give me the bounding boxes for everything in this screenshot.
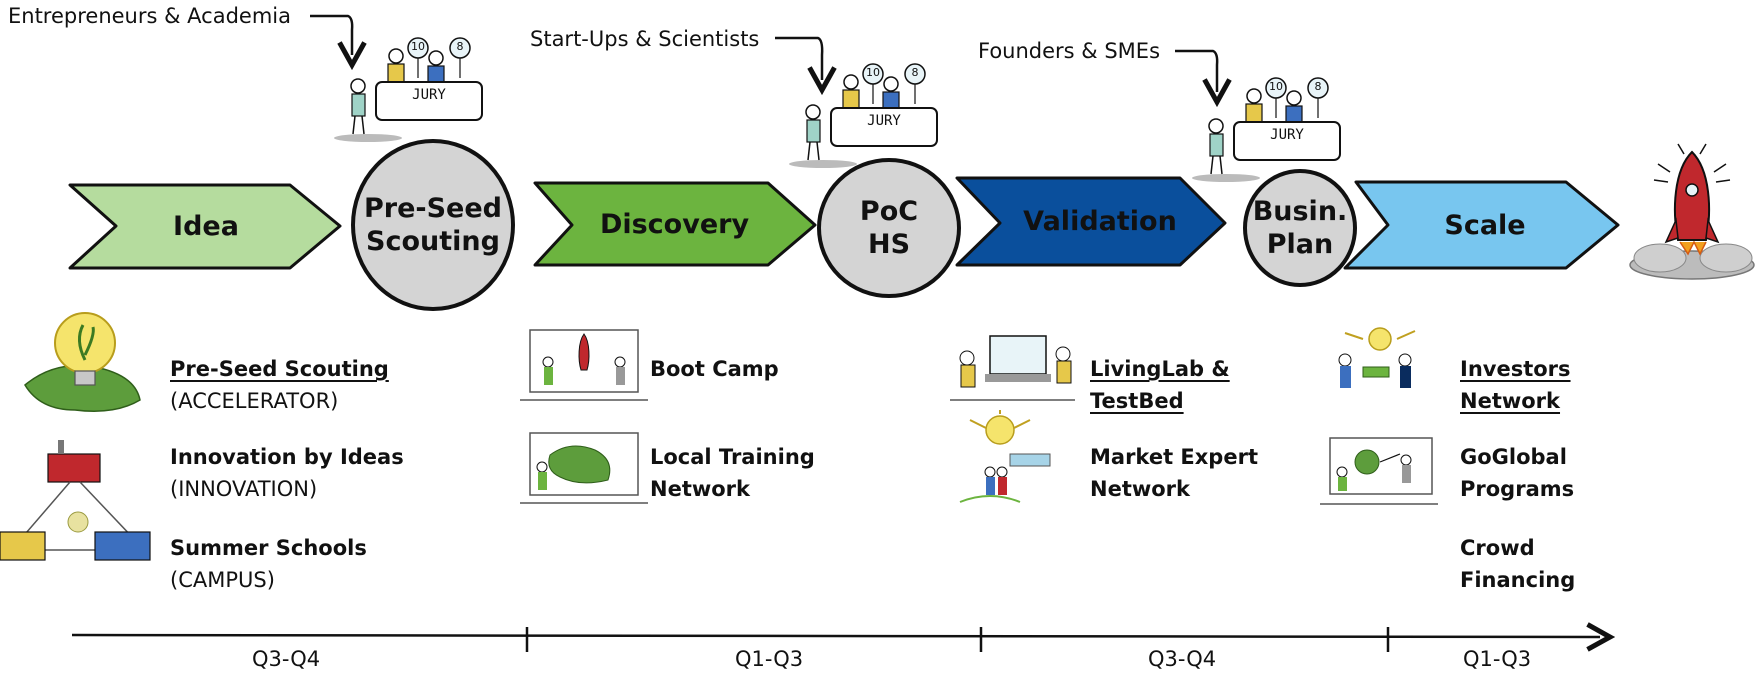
timeline-label-3: Q3-Q4	[1148, 647, 1217, 671]
program-title: LivingLab &	[1090, 357, 1230, 381]
program-title: Network	[1460, 389, 1561, 413]
program-subtitle: (INNOVATION)	[170, 477, 318, 501]
gate-label-line: Plan	[1266, 229, 1334, 260]
livinglab-sketch-icon	[950, 335, 1075, 401]
program-goglobal-programs: GoGlobal Programs	[1460, 441, 1574, 505]
stage-label-discovery: Discovery	[599, 208, 750, 240]
investors-sketch-icon	[1338, 327, 1416, 388]
timeline-label-2: Q1-Q3	[735, 647, 804, 671]
gate-label-poc: PoC HS	[819, 193, 959, 263]
program-title: Network	[1090, 477, 1191, 501]
jury-score-paddle: 10	[1269, 80, 1283, 93]
timeline-label-4: Q1-Q3	[1463, 647, 1532, 671]
program-local-training-network: Local Training Network	[650, 441, 815, 505]
jury-illustration-3	[1192, 77, 1341, 182]
stage-arrow-discovery	[533, 181, 817, 267]
program-crowd-financing: Crowd Financing	[1460, 532, 1575, 596]
gate-label-line: PoC	[859, 196, 919, 227]
program-title: Financing	[1460, 568, 1576, 592]
program-title: Summer Schools	[170, 536, 367, 560]
stage-label-scale: Scale	[1444, 209, 1526, 241]
jury-illustration-2	[789, 63, 938, 168]
factory-network-icon	[0, 440, 151, 561]
jury-illustration-1	[334, 37, 483, 142]
jury-score-paddle: 8	[911, 66, 919, 79]
program-title: Local Training	[650, 445, 815, 469]
pointer-arrow-1	[310, 14, 352, 55]
gate-label-line: HS	[867, 229, 911, 260]
jury-score-paddle: 8	[1314, 80, 1322, 93]
gate-label-line: Pre-Seed	[363, 193, 503, 224]
goglobal-sketch-icon	[1320, 437, 1438, 505]
program-title: Innovation by Ideas	[170, 445, 404, 469]
program-title: TestBed	[1090, 389, 1184, 413]
jury-desk-label-3: JURY	[1270, 127, 1304, 143]
stage-label-validation: Validation	[1023, 206, 1177, 237]
market-expert-sketch-icon	[959, 410, 1051, 503]
gate-circle-business-plan	[1243, 169, 1357, 287]
bootcamp-sketch-icon	[520, 329, 648, 401]
program-title: Network	[650, 477, 751, 501]
program-title: Programs	[1460, 477, 1575, 501]
program-innovation-by-ideas: Innovation by Ideas (INNOVATION)	[170, 441, 404, 505]
timeline-axis	[71, 635, 1600, 637]
program-livinglab-testbed: LivingLab & TestBed	[1090, 353, 1230, 417]
rocket-icon	[1629, 143, 1755, 280]
gate-label-line: Scouting	[366, 226, 500, 257]
program-title: GoGlobal	[1460, 445, 1567, 469]
participant-label-founders: Founders & SMEs	[978, 39, 1161, 63]
timeline-label-1: Q3-Q4	[252, 647, 321, 671]
europe-map-sketch-icon	[520, 432, 648, 504]
program-title: Crowd	[1460, 536, 1535, 560]
jury-desk-label-2: JURY	[867, 113, 901, 129]
program-title: Investors	[1460, 357, 1571, 381]
program-subtitle: (CAMPUS)	[170, 568, 275, 592]
program-title: Boot Camp	[650, 357, 779, 381]
program-pre-seed-scouting: Pre-Seed Scouting (ACCELERATOR)	[170, 353, 389, 417]
program-investors-network: Investors Network	[1460, 353, 1571, 417]
gate-circle-pre-seed	[351, 139, 515, 311]
jury-score-paddle: 10	[866, 66, 880, 79]
program-title: Pre-Seed Scouting	[170, 357, 389, 381]
gate-label-line: Busin.	[1252, 196, 1348, 227]
gate-label-pre-seed: Pre-Seed Scouting	[353, 181, 513, 269]
stage-arrow-scale	[1343, 180, 1620, 270]
gate-label-business-plan: Busin. Plan	[1245, 193, 1355, 263]
program-boot-camp: Boot Camp	[650, 353, 779, 385]
program-title: Market Expert	[1090, 445, 1258, 469]
jury-score-paddle: 10	[411, 40, 425, 53]
pointer-arrow-2	[775, 36, 822, 80]
stage-label-idea: Idea	[173, 211, 239, 242]
lightbulb-map-icon	[24, 312, 141, 412]
stage-arrow-idea	[68, 183, 342, 270]
participant-label-startups: Start-Ups & Scientists	[530, 27, 760, 51]
stage-arrow-validation	[955, 176, 1227, 267]
participant-label-entrepreneurs: Entrepreneurs & Academia	[8, 4, 291, 28]
gate-circle-poc	[817, 158, 961, 298]
program-summer-schools: Summer Schools (CAMPUS)	[170, 532, 367, 596]
program-subtitle: (ACCELERATOR)	[170, 389, 339, 413]
pointer-arrow-3	[1175, 49, 1217, 92]
program-market-expert-network: Market Expert Network	[1090, 441, 1258, 505]
jury-desk-label-1: JURY	[412, 87, 446, 103]
jury-score-paddle: 8	[456, 40, 464, 53]
